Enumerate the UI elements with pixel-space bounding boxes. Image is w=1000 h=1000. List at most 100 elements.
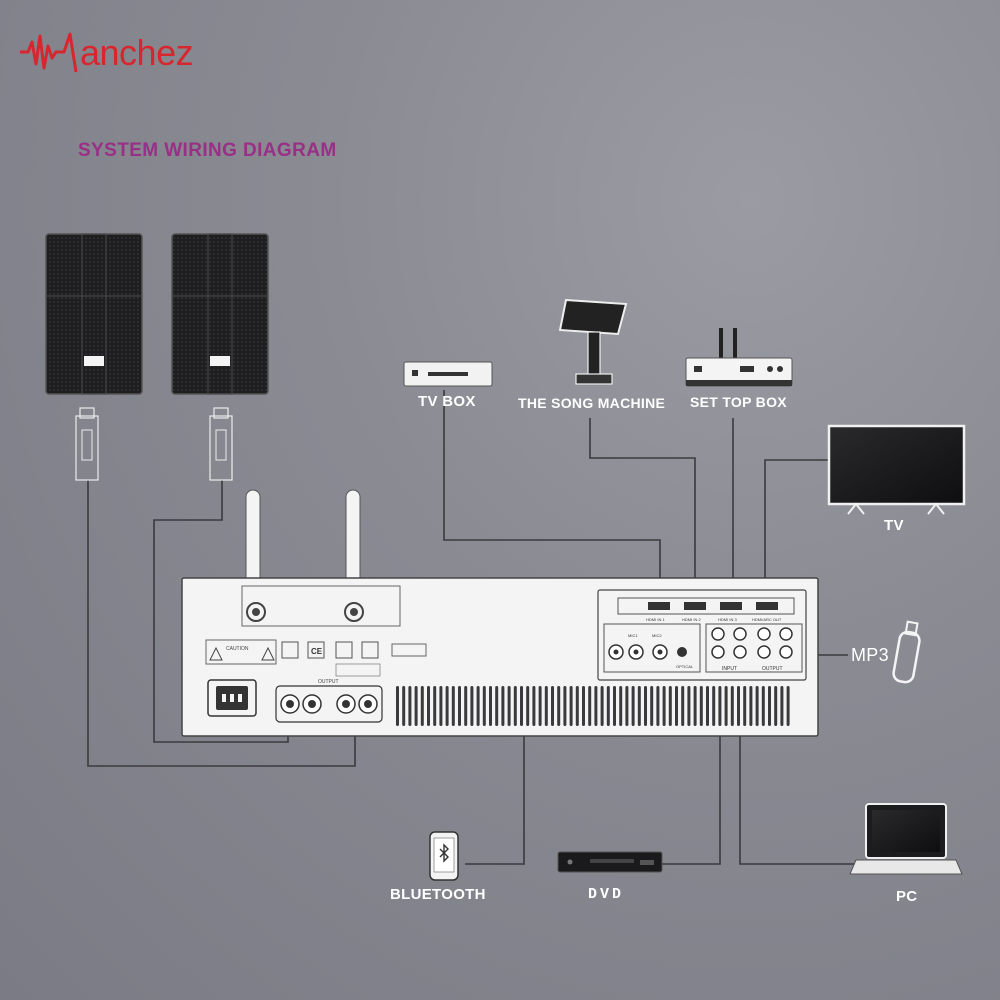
- song-machine-device: [558, 298, 628, 385]
- hdmi-in-1-label: HDMI IN 1: [646, 617, 665, 622]
- vent-slot: [631, 686, 635, 726]
- vent-slot: [768, 686, 771, 726]
- vent-slot: [724, 686, 728, 726]
- vent-slot: [445, 686, 449, 726]
- svg-text:CE: CE: [311, 647, 323, 656]
- vent-slot: [662, 686, 666, 726]
- dvd-player-device: [557, 851, 663, 873]
- vent-slot: [619, 686, 623, 726]
- vent-slot: [402, 686, 406, 726]
- amplifier-rear-panel: CAUTION CE OUTPUT: [181, 489, 819, 737]
- phone-bluetooth-icon: [429, 831, 459, 881]
- input-label: INPUT: [722, 666, 737, 672]
- soundwave-icon: [20, 32, 78, 73]
- label-song-machine: THE SONG MACHINE: [518, 395, 666, 411]
- vent-slot: [774, 686, 778, 726]
- vent-slot: [420, 686, 424, 726]
- vent-slot: [675, 686, 678, 726]
- label-mp3: MP3: [851, 645, 889, 665]
- vent-slot: [408, 686, 412, 726]
- label-bluetooth: BLUETOOTH: [390, 886, 486, 903]
- label-tv: TV: [884, 517, 904, 534]
- brand-name: anchez: [80, 32, 194, 73]
- mic2-label: MIC2: [652, 633, 662, 638]
- brand-logo: anchez: [20, 28, 220, 78]
- vent-slot: [606, 686, 610, 726]
- label-pc: PC: [896, 888, 918, 905]
- vent-slot: [433, 686, 437, 726]
- vent-slot: [557, 686, 561, 726]
- vent-slot: [600, 686, 604, 726]
- page-title: SYSTEM WIRING DIAGRAM: [78, 140, 337, 161]
- vent-slot: [644, 686, 647, 726]
- vent-slot: [495, 686, 499, 726]
- vent-slot: [458, 686, 461, 726]
- vent-slot: [538, 686, 542, 726]
- vent-slot: [451, 686, 455, 726]
- label-tv-box: TV BOX: [418, 393, 476, 410]
- vent-slot: [637, 686, 641, 726]
- cables: [87, 390, 855, 865]
- vent-slot: [501, 686, 505, 726]
- vent-slot: [575, 686, 579, 726]
- vent-slot: [687, 686, 691, 726]
- vent-slot: [761, 686, 765, 726]
- vent-slot: [594, 686, 598, 726]
- vent-slot: [786, 686, 790, 726]
- vent-slot: [749, 686, 753, 726]
- vent-slot: [693, 686, 697, 726]
- vent-slot: [706, 686, 709, 726]
- mic1-label: MIC1: [628, 633, 638, 638]
- vent-slot: [532, 686, 536, 726]
- vent-slot: [396, 686, 399, 726]
- cable-bluetooth: [465, 735, 525, 865]
- vent-slot: [737, 686, 740, 726]
- vent-slot: [730, 686, 734, 726]
- ventilation-slots: [396, 686, 790, 726]
- tv-device: [827, 424, 966, 515]
- vent-slot: [482, 686, 486, 726]
- set-top-box-device: [685, 328, 793, 387]
- speaker-left: [45, 233, 143, 481]
- vent-slot: [551, 686, 554, 726]
- vent-slot: [699, 686, 703, 726]
- vent-slot: [544, 686, 548, 726]
- vent-slot: [414, 686, 418, 726]
- vent-slot: [439, 686, 443, 726]
- vent-slot: [712, 686, 716, 726]
- vent-slot: [656, 686, 660, 726]
- cable-song-machine: [589, 418, 696, 605]
- hdmi-arc-out-label: HDMI/ARC OUT: [752, 617, 782, 622]
- cable-tv: [764, 459, 829, 605]
- vent-slot: [563, 686, 567, 726]
- vent-slot: [650, 686, 654, 726]
- vent-slot: [464, 686, 468, 726]
- cable-tv-box: [443, 390, 661, 605]
- vent-slot: [755, 686, 759, 726]
- vent-slot: [507, 686, 511, 726]
- vent-slot: [582, 686, 585, 726]
- vent-slot: [470, 686, 474, 726]
- hdmi-in-2-label: HDMI IN 2: [682, 617, 701, 622]
- vent-slot: [427, 686, 430, 726]
- speaker-output-label: OUTPUT: [318, 679, 339, 685]
- label-dvd: DVD: [588, 886, 625, 903]
- caution-label: CAUTION: [226, 646, 249, 652]
- vent-slot: [588, 686, 592, 726]
- optical-label: OPTICAL: [676, 664, 694, 669]
- vent-slot: [613, 686, 616, 726]
- vent-slot: [718, 686, 722, 726]
- speaker-right: [171, 233, 269, 481]
- hdmi-in-3-label: HDMI IN 3: [718, 617, 737, 622]
- tv-box-device: [403, 361, 493, 387]
- vent-slot: [681, 686, 685, 726]
- vent-slot: [743, 686, 747, 726]
- vent-slot: [625, 686, 629, 726]
- laptop-pc-device: [849, 803, 963, 875]
- vent-slot: [513, 686, 517, 726]
- usb-stick-icon: [892, 620, 921, 684]
- vent-slot: [476, 686, 480, 726]
- output-label: OUTPUT: [762, 666, 783, 672]
